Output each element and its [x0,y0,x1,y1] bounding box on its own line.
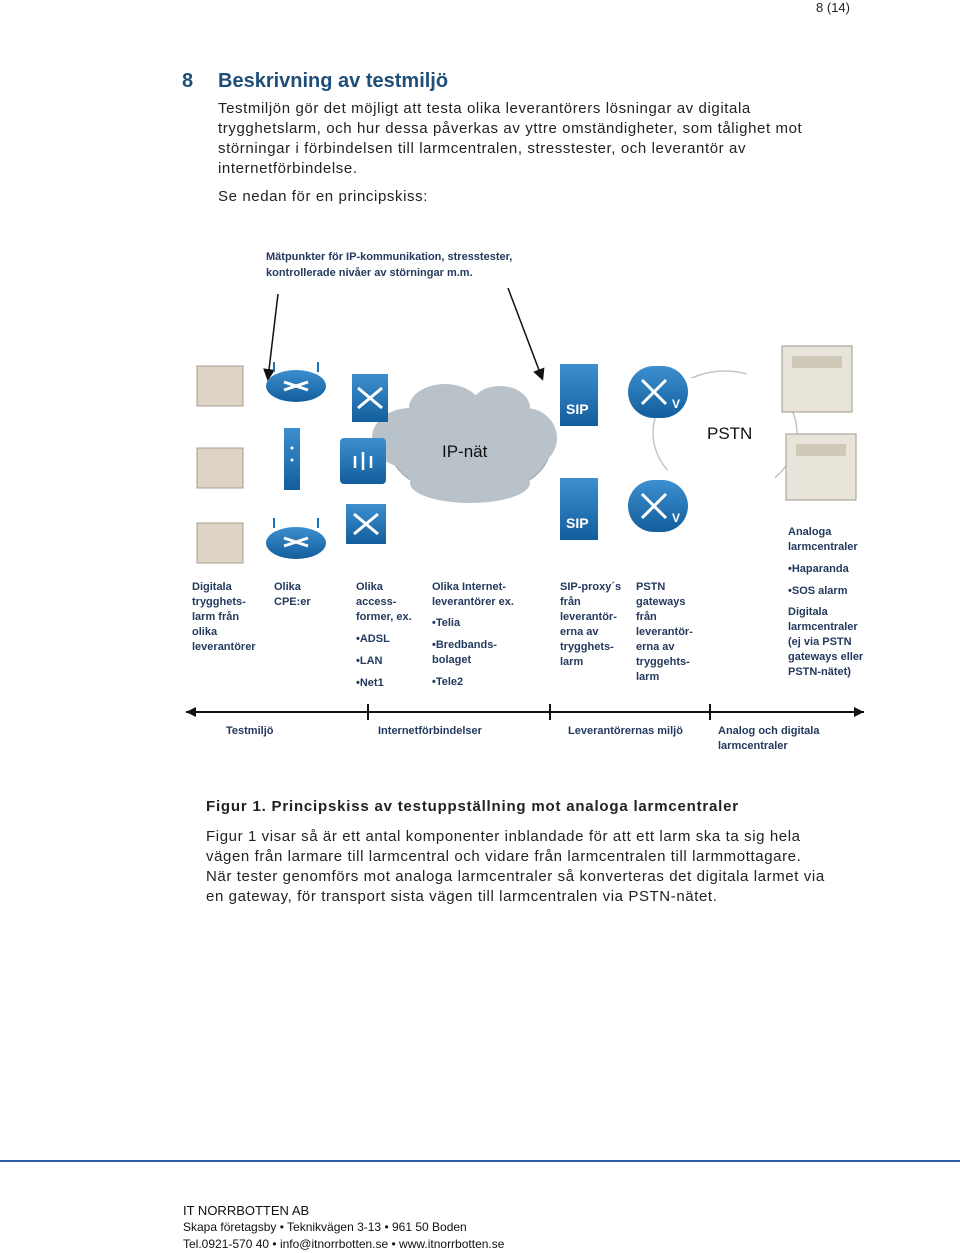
svg-text:larm: larm [636,671,659,683]
section-title: 8 Beskrivning av testmiljö [182,70,822,93]
server-icon [781,345,853,413]
svg-text:erna av: erna av [560,626,599,638]
callout-arrow [507,287,545,381]
intro-text: Testmiljön gör det möjligt att testa oli… [218,99,822,207]
label-digitala: Digitala trygghets- larm från olika leve… [192,581,256,653]
footer: IT NORRBOTTEN AB Skapa företagsby • Tekn… [183,1202,504,1253]
svg-text:•LAN: •LAN [356,655,383,667]
gateway-v-label: V [672,397,680,411]
svg-text:från: från [636,611,657,623]
server-icon [785,433,857,501]
svg-text:CPE:er: CPE:er [274,596,311,608]
svg-text:•Haparanda: •Haparanda [788,563,850,575]
gateway-v-label: V [672,511,680,525]
svg-text:access-: access- [356,596,397,608]
footer-contact: Tel.0921-570 40 • info@itnorrbotten.se •… [183,1237,505,1251]
svg-text:Digitala: Digitala [192,581,233,593]
pstn-cloud-label: PSTN [707,424,752,443]
callout-line: Mätpunkter för IP-kommunikation, stresst… [266,251,512,263]
svg-text:Olika Internet-: Olika Internet- [432,581,506,593]
svg-text:gateways eller: gateways eller [788,651,864,663]
svg-text:leverantörer: leverantörer [192,641,256,653]
svg-text:larm från: larm från [192,611,239,623]
body-text: Figur 1 visar så är ett antal komponente… [206,827,826,907]
router-icon [266,518,326,559]
svg-text:larm: larm [560,656,583,668]
section-title-text: Beskrivning av testmiljö [218,70,449,92]
ip-cloud: IP-nät [372,384,557,503]
svg-text:PSTN-nätet): PSTN-nätet) [788,666,851,678]
svg-text:tryggehts-: tryggehts- [636,656,690,668]
modem-icon [284,428,300,490]
svg-text:•Net1: •Net1 [356,677,384,689]
figure-caption: Figur 1. Principskiss av testuppställnin… [206,798,739,815]
zone-label: Analog och digitala [718,725,820,737]
section-number: 8 [182,70,194,92]
label-cpe: Olika CPE:er [274,581,311,608]
zone-label: Testmiljö [226,725,274,737]
svg-text:trygghets-: trygghets- [192,596,246,608]
svg-text:leverantör-: leverantör- [636,626,693,638]
svg-text:larmcentraler: larmcentraler [788,541,858,553]
svg-text:Digitala: Digitala [788,606,829,618]
zone-divider [186,704,864,720]
gateway-icon: V [628,480,688,532]
alarm-device-box [196,365,244,407]
svg-text:Analoga: Analoga [788,526,832,538]
network-diagram: Mätpunkter för IP-kommunikation, stresst… [180,238,870,758]
svg-text:från: från [560,596,581,608]
svg-text:•Telia: •Telia [432,617,461,629]
svg-text:leverantörer ex.: leverantörer ex. [432,596,514,608]
access-switch-icon [346,504,386,544]
wireless-access-icon [340,438,386,484]
label-internet: Olika Internet- leverantörer ex. •Telia … [432,581,514,688]
svg-text:erna av: erna av [636,641,675,653]
zone-label: Internetförbindelser [378,725,483,737]
svg-text:PSTN: PSTN [636,581,665,593]
sip-proxy-icon: SIP [560,478,598,540]
footer-address: Skapa företagsby • Teknikvägen 3-13 • 96… [183,1220,467,1234]
zone-label: larmcentraler [718,740,788,752]
page-number: 8 (14) [816,0,850,15]
svg-text:Olika: Olika [356,581,384,593]
ip-cloud-label: IP-nät [442,442,488,461]
intro-paragraph-2: Se nedan för en principskiss: [218,188,429,205]
label-sip: SIP-proxy´s från leverantör- erna av try… [560,581,621,668]
callout-line: kontrollerade nivåer av störningar m.m. [266,267,473,279]
svg-text:•Tele2: •Tele2 [432,676,463,688]
footer-company: IT NORRBOTTEN AB [183,1203,310,1218]
alarm-device-box [196,522,244,564]
svg-text:Olika: Olika [274,581,302,593]
svg-text:SIP-proxy´s: SIP-proxy´s [560,581,621,593]
sip-label: SIP [566,515,589,531]
svg-text:•SOS alarm: •SOS alarm [788,585,848,597]
svg-text:leverantör-: leverantör- [560,611,617,623]
svg-text:(ej via PSTN: (ej via PSTN [788,636,852,648]
alarm-device-box [196,447,244,489]
sip-proxy-icon: SIP [560,364,598,426]
body-paragraph: Figur 1 visar så är ett antal komponente… [206,828,825,905]
svg-text:bolaget: bolaget [432,654,471,666]
svg-text:olika: olika [192,626,218,638]
intro-paragraph: Testmiljön gör det möjligt att testa oli… [218,100,803,177]
svg-text:•Bredbands-: •Bredbands- [432,639,497,651]
svg-text:gateways: gateways [636,596,686,608]
switch-icon [352,374,388,422]
gateway-icon: V [628,366,688,418]
svg-text:former, ex.: former, ex. [356,611,412,623]
svg-text:trygghets-: trygghets- [560,641,614,653]
sip-label: SIP [566,401,589,417]
section: 8 Beskrivning av testmiljö Testmiljön gör… [182,70,822,207]
label-pstn-gateways: PSTN gateways från leverantör- erna av t… [636,581,693,683]
footer-rule [0,1160,960,1162]
label-access: Olika access- former, ex. •ADSL •LAN •Ne… [356,581,412,689]
label-analog: Analoga larmcentraler •Haparanda •SOS al… [788,526,864,678]
router-icon [266,362,326,402]
svg-text:larmcentraler: larmcentraler [788,621,858,633]
callout-arrow [263,293,279,381]
zone-label: Leverantörernas miljö [568,725,683,737]
svg-text:•ADSL: •ADSL [356,633,390,645]
